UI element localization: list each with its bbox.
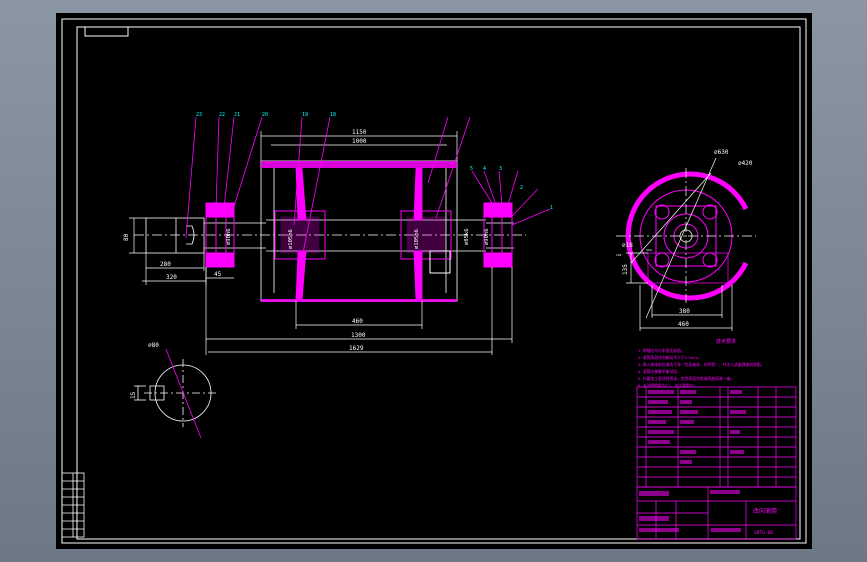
side-dim-outer-dia: ⌀630 — [714, 149, 729, 156]
main-dimension-lines — [129, 131, 513, 355]
shaft-left-end — [145, 217, 266, 254]
parts-list-cells — [639, 390, 746, 532]
title-block-name: 改向滚筒 — [753, 507, 777, 515]
tech-req-line: 6. 未注明倒角为C1，未注圆角R2。 — [638, 383, 699, 388]
balloon-23: 23 — [196, 112, 202, 118]
side-dim-base-width: 460 — [678, 321, 689, 328]
balloon-18: 18 — [330, 112, 336, 118]
balloon-21: 21 — [234, 112, 240, 118]
tech-req-line: 5. 外露加工面涂防锈油，其余表面涂底漆两遍面漆一遍。 — [638, 376, 734, 381]
title-block-drawing-no: SDTG-00 — [754, 530, 773, 536]
balloon-19: 19 — [302, 112, 308, 118]
tech-req-line: 2. 滚筒表面径向跳动不大于0.5mm。 — [638, 355, 702, 360]
tech-req-line: 3. 装入轴承前应清洗干净（包括轴承、外壳等），并注入适量锂基润滑脂。 — [638, 362, 764, 367]
balloon-1: 1 — [550, 205, 553, 211]
dim-shaft-end-len: 280 — [160, 261, 171, 268]
dia-hub-right: ⌀105h6 — [414, 229, 420, 249]
balloon-22: 22 — [219, 112, 225, 118]
side-dim-inner-dia: ⌀420 — [738, 160, 753, 167]
dim-shaft-end-height: 80 — [123, 233, 130, 241]
dim-top-overall: 1150 — [352, 129, 367, 136]
corner-label-box — [84, 26, 129, 37]
bearing-housing-right — [483, 202, 513, 268]
section-view — [134, 348, 218, 439]
dim-drum-length: 1000 — [352, 138, 367, 145]
side-dim-bolt-span: 380 — [679, 308, 690, 315]
section-dim-key: 15 — [130, 391, 137, 399]
bearing-housing-left — [205, 202, 235, 268]
cad-drawing: 1150 1000 80 280 320 45 460 1300 1629 ⌀9… — [61, 18, 807, 544]
hub-right — [400, 210, 452, 274]
tech-req-list: 1. 焊缝应均匀牢固无缺陷。 2. 滚筒表面径向跳动不大于0.5mm。 3. 装… — [638, 348, 764, 388]
side-bolt-br — [702, 252, 718, 268]
parts-list-table — [636, 386, 797, 488]
tech-req-line: 1. 焊缝应均匀牢固无缺陷。 — [638, 348, 685, 353]
balloon-5: 5 — [470, 166, 473, 172]
side-bolt-bl — [654, 252, 670, 268]
drum-top-lagging — [261, 161, 457, 168]
side-base-lines — [616, 157, 756, 331]
tech-req-line: 4. 滚筒应做静平衡试验。 — [638, 369, 681, 374]
balloon-3: 3 — [499, 166, 502, 172]
dim-overall-length: 1629 — [349, 345, 364, 352]
balloon-4: 4 — [483, 166, 486, 172]
balloon-leaders — [185, 116, 551, 259]
side-label-cap: CAP — [616, 253, 622, 257]
dia-hub-left: ⌀105h6 — [288, 229, 294, 249]
inner-border — [76, 26, 801, 540]
drum-bottom-lagging — [261, 299, 457, 302]
section-dim-dia: ⌀80 — [148, 342, 159, 349]
main-view — [129, 116, 551, 355]
dim-bearing-span: 1300 — [351, 332, 366, 339]
outer-border — [61, 18, 807, 544]
cad-viewport[interactable]: 1150 1000 80 280 320 45 460 1300 1629 ⌀9… — [56, 13, 812, 549]
dia-bearing-right: ⌀90h6 — [484, 228, 490, 245]
tech-req-title: 技术要求 — [716, 338, 736, 345]
dia-right-end: ⌀85k6 — [464, 228, 470, 245]
title-block-table — [636, 486, 797, 540]
dim-shaft-end-total: 320 — [166, 274, 177, 281]
spoke-plates — [295, 167, 423, 302]
hub-left — [274, 210, 326, 260]
balloon-2: 2 — [520, 185, 523, 191]
side-dim-height: 135 — [622, 264, 629, 275]
side-view — [616, 157, 756, 331]
side-bolt-tl — [654, 204, 670, 220]
dia-bearing-left: ⌀90h6 — [226, 228, 232, 245]
side-bolt-tr — [702, 204, 718, 220]
balloon-labels: 23 22 21 20 19 18 5 4 3 2 1 — [196, 112, 553, 211]
binding-strip-table — [61, 472, 85, 538]
balloon-20: 20 — [262, 112, 268, 118]
dim-inner-span: 460 — [352, 318, 363, 325]
side-dim-hole: ⌀18 — [622, 242, 633, 249]
dim-bearing-offset: 45 — [214, 271, 222, 278]
